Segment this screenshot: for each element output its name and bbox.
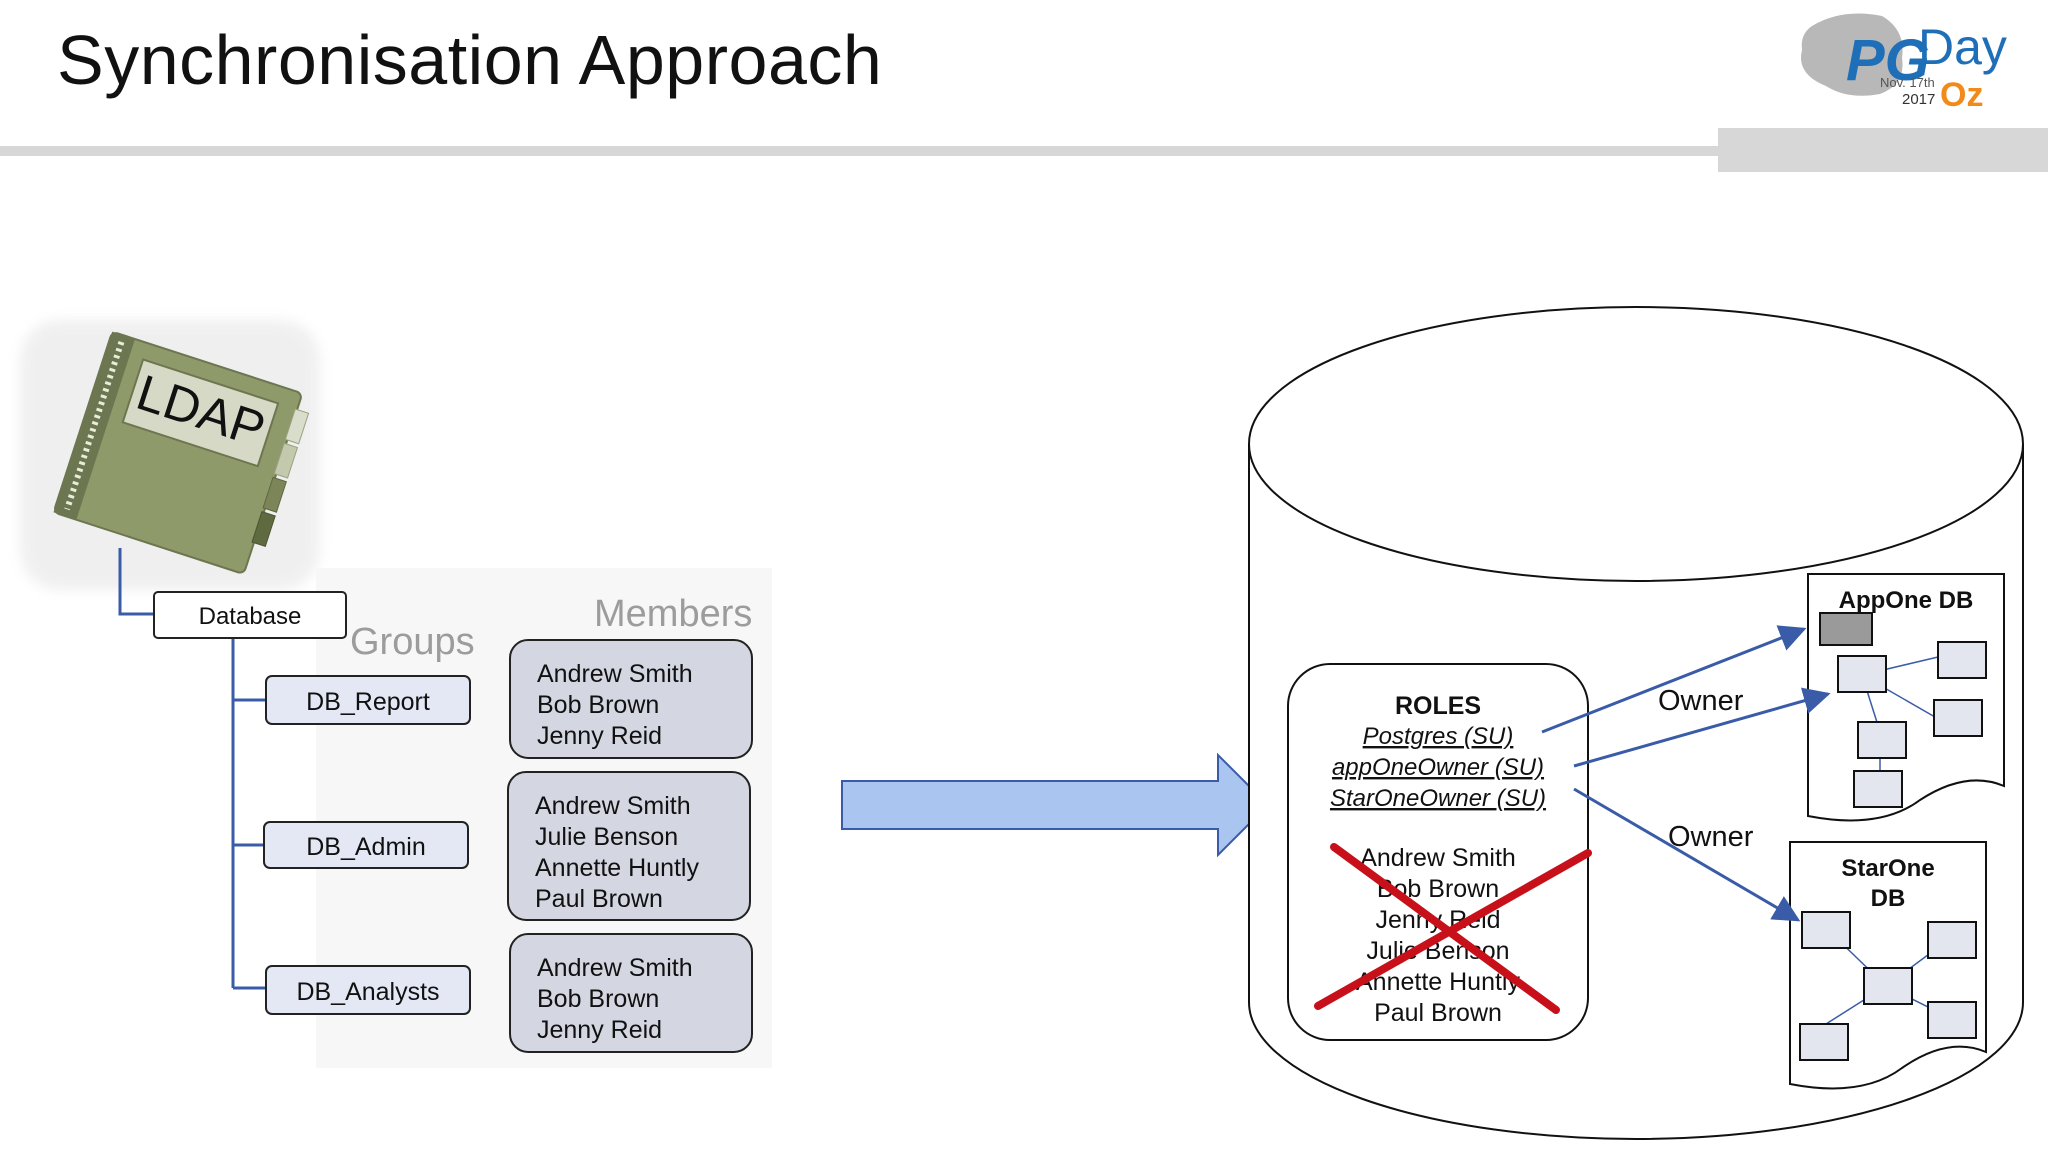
- logo-year: 2017: [1902, 91, 1935, 108]
- appone-db-label: AppOne DB: [1839, 587, 1974, 614]
- superuser-role: appOneOwner (SU): [1332, 754, 1544, 781]
- svg-text:Database: Database: [199, 603, 302, 630]
- members-box-db-analysts: Andrew Smith Bob Brown Jenny Reid: [509, 933, 753, 1053]
- logo-brand-right: Day: [1918, 19, 2007, 75]
- logo-brand-left: PG: [1846, 28, 1930, 93]
- tree-root-database: Database: [153, 591, 347, 639]
- pgday-logo: PG Day Nov. 17th 2017 Oz: [1801, 13, 2007, 114]
- member-name: Jenny Reid: [537, 722, 662, 750]
- header-divider-block: [1718, 128, 2048, 172]
- members-box-db-report: Andrew Smith Bob Brown Jenny Reid: [509, 639, 753, 759]
- sync-arrow: [841, 752, 1270, 858]
- slide-title: Synchronisation Approach: [57, 21, 883, 99]
- ldap-binder-icon: LDAP: [20, 320, 320, 590]
- member-name: Paul Brown: [535, 885, 663, 913]
- owner-label: Owner: [1668, 821, 1754, 853]
- svg-text:DB_Report: DB_Report: [306, 688, 430, 716]
- logo-date: Nov. 17th: [1880, 75, 1935, 90]
- svg-text:DB_Admin: DB_Admin: [306, 833, 426, 861]
- removed-role: Paul Brown: [1374, 999, 1502, 1027]
- starone-db-label-line1: StarOne: [1841, 855, 1934, 882]
- member-name: Jenny Reid: [537, 1016, 662, 1044]
- starone-db-label-line2: DB: [1871, 885, 1906, 912]
- member-name: Julie Benson: [535, 823, 678, 851]
- member-name: Andrew Smith: [535, 792, 691, 820]
- logo-suffix: Oz: [1940, 76, 1983, 114]
- member-name: Bob Brown: [537, 985, 659, 1013]
- tree-connectors: [118, 548, 266, 990]
- members-box-db-admin: Andrew Smith Julie Benson Annette Huntly…: [507, 771, 751, 921]
- elephant-icon: [1801, 13, 1903, 96]
- member-name: Bob Brown: [537, 691, 659, 719]
- group-node-db-admin: DB_Admin: [263, 821, 469, 869]
- appone-db-document: AppOne DB: [1807, 573, 2005, 822]
- svg-text:DB_Analysts: DB_Analysts: [296, 978, 439, 1006]
- removed-role: Andrew Smith: [1360, 844, 1516, 872]
- members-header: Members: [594, 593, 752, 635]
- owner-label: Owner: [1658, 685, 1744, 717]
- superuser-role: Postgres (SU): [1363, 723, 1514, 750]
- superuser-role: StarOneOwner (SU): [1330, 785, 1546, 812]
- groups-header: Groups: [350, 621, 475, 663]
- header-divider: [0, 146, 1718, 156]
- group-node-db-analysts: DB_Analysts: [265, 965, 471, 1015]
- roles-header: ROLES: [1395, 692, 1481, 720]
- starone-db-document: StarOne DB: [1789, 841, 1987, 1090]
- member-name: Andrew Smith: [537, 954, 693, 982]
- roles-box: ROLES Postgres (SU) appOneOwner (SU) Sta…: [1287, 663, 1592, 1041]
- member-name: Annette Huntly: [535, 854, 699, 882]
- group-node-db-report: DB_Report: [265, 675, 471, 725]
- owner-arrows: [1541, 625, 1831, 922]
- red-cross-icon: [1314, 843, 1592, 1014]
- member-name: Andrew Smith: [537, 660, 693, 688]
